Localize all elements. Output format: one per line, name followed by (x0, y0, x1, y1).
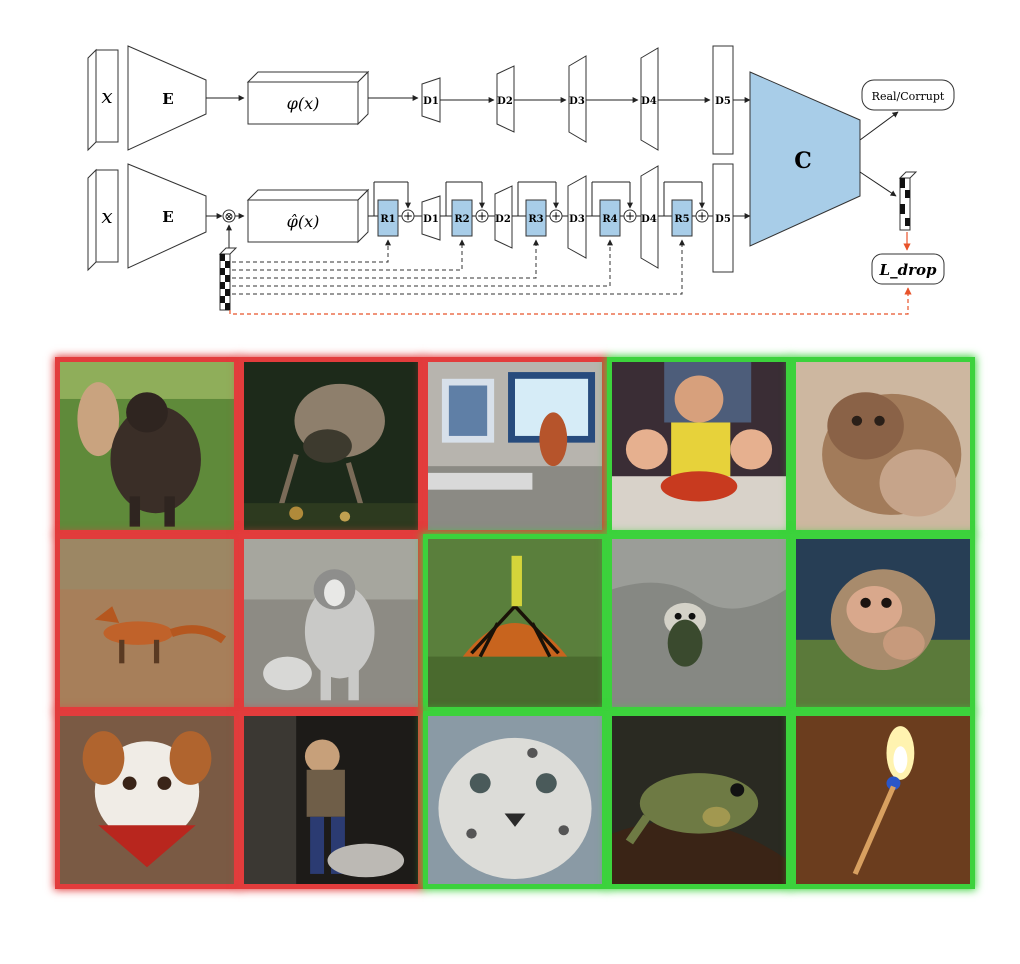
bottom-feature-label: φ̂(x) (287, 212, 320, 231)
top-d5-label: D5 (715, 96, 731, 107)
loss-drop: L_drop (871, 253, 945, 285)
bottom-encoder-label: E (162, 208, 173, 226)
tile-photo (428, 539, 602, 707)
repair-block-r2 (451, 199, 473, 237)
repair-block-r3 (525, 199, 547, 237)
sample-image-tile (428, 539, 602, 707)
sample-image-tile (796, 539, 970, 707)
repair-block-r5 (671, 199, 693, 237)
top-d3-label: D3 (569, 96, 585, 107)
sample-image-tile (428, 362, 602, 530)
stage-2: R2 + D2 (445, 181, 518, 249)
top-input-label: x (101, 84, 112, 108)
stage-5: R5 + D5 (663, 163, 751, 273)
sample-image-tile (244, 539, 418, 707)
multiply-symbol: ⊗ (224, 210, 233, 223)
stage-4: R4 + D4 (591, 165, 664, 269)
bottom-d5-label: D5 (715, 214, 731, 225)
stage-3: R3 + D3 (517, 175, 592, 259)
mask-connections (232, 239, 685, 295)
bottom-row: x E ⊗ φ̂(x) R1 (87, 163, 945, 315)
bottom-input-slab: x (87, 168, 119, 272)
sample-image-tile (796, 362, 970, 530)
repair-r1-label: R1 (380, 214, 395, 225)
top-d4: D4 (640, 47, 659, 151)
tile-photo (60, 716, 234, 884)
top-encoder-label: E (162, 90, 173, 108)
tile-photo (428, 716, 602, 884)
bottom-input-label: x (101, 204, 112, 228)
bottom-d4 (640, 165, 659, 269)
stage-1: R1 + D1 (373, 181, 446, 241)
sample-image-tile (612, 362, 786, 530)
tile-photo (796, 716, 970, 884)
real-corrupt-output: Real/Corrupt (861, 79, 955, 111)
top-input-slab: x (87, 48, 119, 152)
bottom-d3-label: D3 (569, 214, 585, 225)
bottom-d2 (494, 185, 513, 249)
top-feature-block: φ(x) (246, 70, 370, 126)
add-symbol-1: + (403, 209, 413, 223)
bottom-encoder: E (127, 163, 207, 269)
add-symbol-4: + (625, 209, 635, 223)
multiply-node: ⊗ (222, 209, 236, 223)
top-row: x E φ(x) D1 D2 D3 (87, 45, 955, 155)
repair-block-r4 (599, 199, 621, 237)
tile-photo (244, 716, 418, 884)
loss-drop-label: L_drop (879, 261, 937, 279)
top-d5: D5 (712, 45, 734, 155)
bottom-d1 (421, 195, 441, 241)
repair-r2-label: R2 (454, 214, 469, 225)
top-d1-label: D1 (423, 96, 439, 107)
top-d1: D1 (421, 77, 441, 123)
repair-block-r1 (377, 199, 399, 237)
sample-image-grid (60, 362, 970, 904)
drop-mask-right (898, 171, 918, 231)
top-feature-label: φ(x) (287, 94, 320, 113)
add-symbol-2: + (477, 209, 487, 223)
repair-r3-label: R3 (528, 214, 543, 225)
sample-image-tile (60, 716, 234, 884)
classifier-c-label: C (794, 148, 812, 174)
sample-image-tile (612, 539, 786, 707)
top-d3: D3 (568, 55, 587, 143)
drop-mask-left (218, 247, 238, 311)
tile-photo (796, 539, 970, 707)
sample-image-tile (796, 716, 970, 884)
tile-photo (612, 539, 786, 707)
bottom-d1-label: D1 (423, 214, 439, 225)
sample-image-tile (60, 539, 234, 707)
loss-feedback-path (229, 287, 912, 315)
bottom-d5 (712, 163, 734, 273)
sample-image-tile (244, 362, 418, 530)
top-encoder: E (127, 45, 207, 151)
tile-photo (60, 362, 234, 530)
real-corrupt-label: Real/Corrupt (872, 90, 945, 103)
sample-image-tile (244, 716, 418, 884)
repair-r4-label: R4 (602, 214, 617, 225)
tile-photo (612, 362, 786, 530)
top-d2: D2 (496, 65, 515, 133)
architecture-diagram: x E φ(x) D1 D2 D3 (87, 45, 955, 315)
sample-image-tile (60, 362, 234, 530)
tile-photo (60, 539, 234, 707)
bottom-d2-label: D2 (495, 214, 511, 225)
tile-photo (796, 362, 970, 530)
top-d2-label: D2 (497, 96, 513, 107)
sample-image-tile (428, 716, 602, 884)
bottom-d3 (567, 175, 587, 259)
repair-r5-label: R5 (674, 214, 689, 225)
add-symbol-5: + (697, 209, 707, 223)
sample-image-tile (612, 716, 786, 884)
top-d4-label: D4 (641, 96, 657, 107)
bottom-d4-label: D4 (641, 214, 657, 225)
tile-photo (244, 539, 418, 707)
tile-photo (612, 716, 786, 884)
add-symbol-3: + (551, 209, 561, 223)
bottom-feature-block: φ̂(x) (246, 188, 370, 244)
tile-photo (428, 362, 602, 530)
classifier-c: C (749, 71, 861, 247)
tile-photo (244, 362, 418, 530)
